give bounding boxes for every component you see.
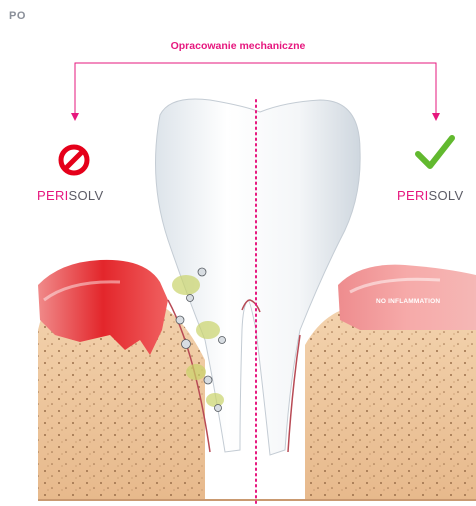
right-arrow-icon: [432, 113, 440, 121]
left-brand-part1: PERI: [37, 188, 69, 203]
right-brand-part1: PERI: [397, 188, 429, 203]
checkmark-icon: [418, 138, 452, 166]
left-brand-label: PERISOLV: [37, 188, 103, 203]
right-brand-label: PERISOLV: [397, 188, 463, 203]
left-arrow-icon: [71, 113, 79, 121]
right-brand-part2: SOLV: [429, 188, 464, 203]
no-inflammation-label: NO INFLAMMATION: [376, 298, 440, 305]
left-brand-part2: SOLV: [69, 188, 104, 203]
prohibited-icon: [61, 147, 87, 173]
